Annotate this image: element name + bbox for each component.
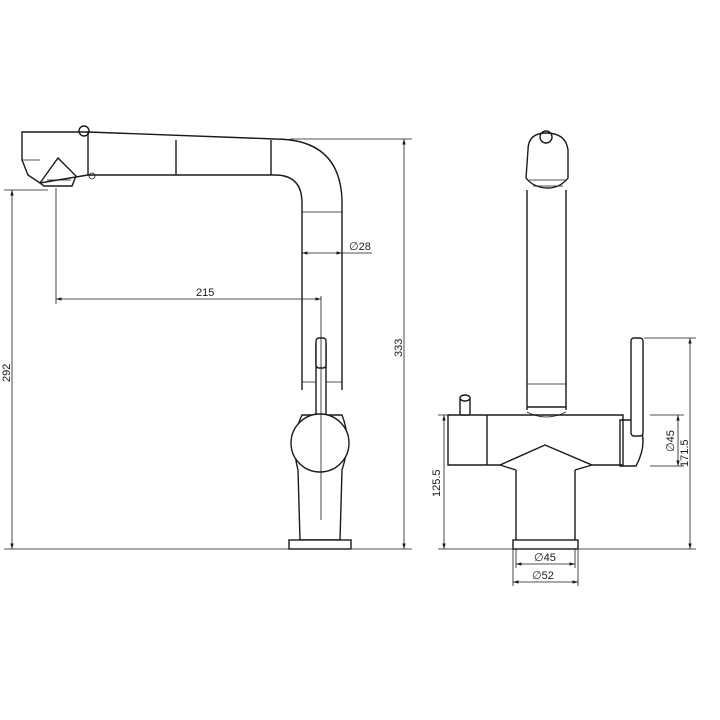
spout-head	[21, 131, 89, 184]
dim-lever-height: 171.5	[679, 439, 691, 467]
front-body	[447, 414, 624, 466]
dim-body-height: 125.5	[431, 469, 443, 497]
spray-nozzle	[39, 156, 77, 187]
spray-button	[78, 125, 90, 137]
front-base	[512, 539, 579, 550]
side-handle-hub	[290, 413, 350, 473]
side-view: 215 ∅28 292 333	[1, 125, 412, 550]
dim-reach: 215	[196, 287, 214, 299]
dim-total-height: 333	[393, 339, 405, 357]
front-spout-head	[525, 132, 569, 189]
dim-base-inner: ∅45	[534, 552, 556, 564]
spout-arm	[87, 131, 343, 390]
dim-spout-height: 292	[1, 364, 13, 382]
side-base	[288, 539, 352, 550]
front-lever-right	[630, 337, 644, 437]
dim-spout-diameter: ∅28	[349, 241, 371, 253]
dim-lever-diameter: ∅45	[665, 430, 677, 452]
front-view: 125.5 171.5 ∅45 ∅45 ∅52	[431, 130, 696, 586]
dim-base-outer: ∅52	[532, 570, 554, 582]
